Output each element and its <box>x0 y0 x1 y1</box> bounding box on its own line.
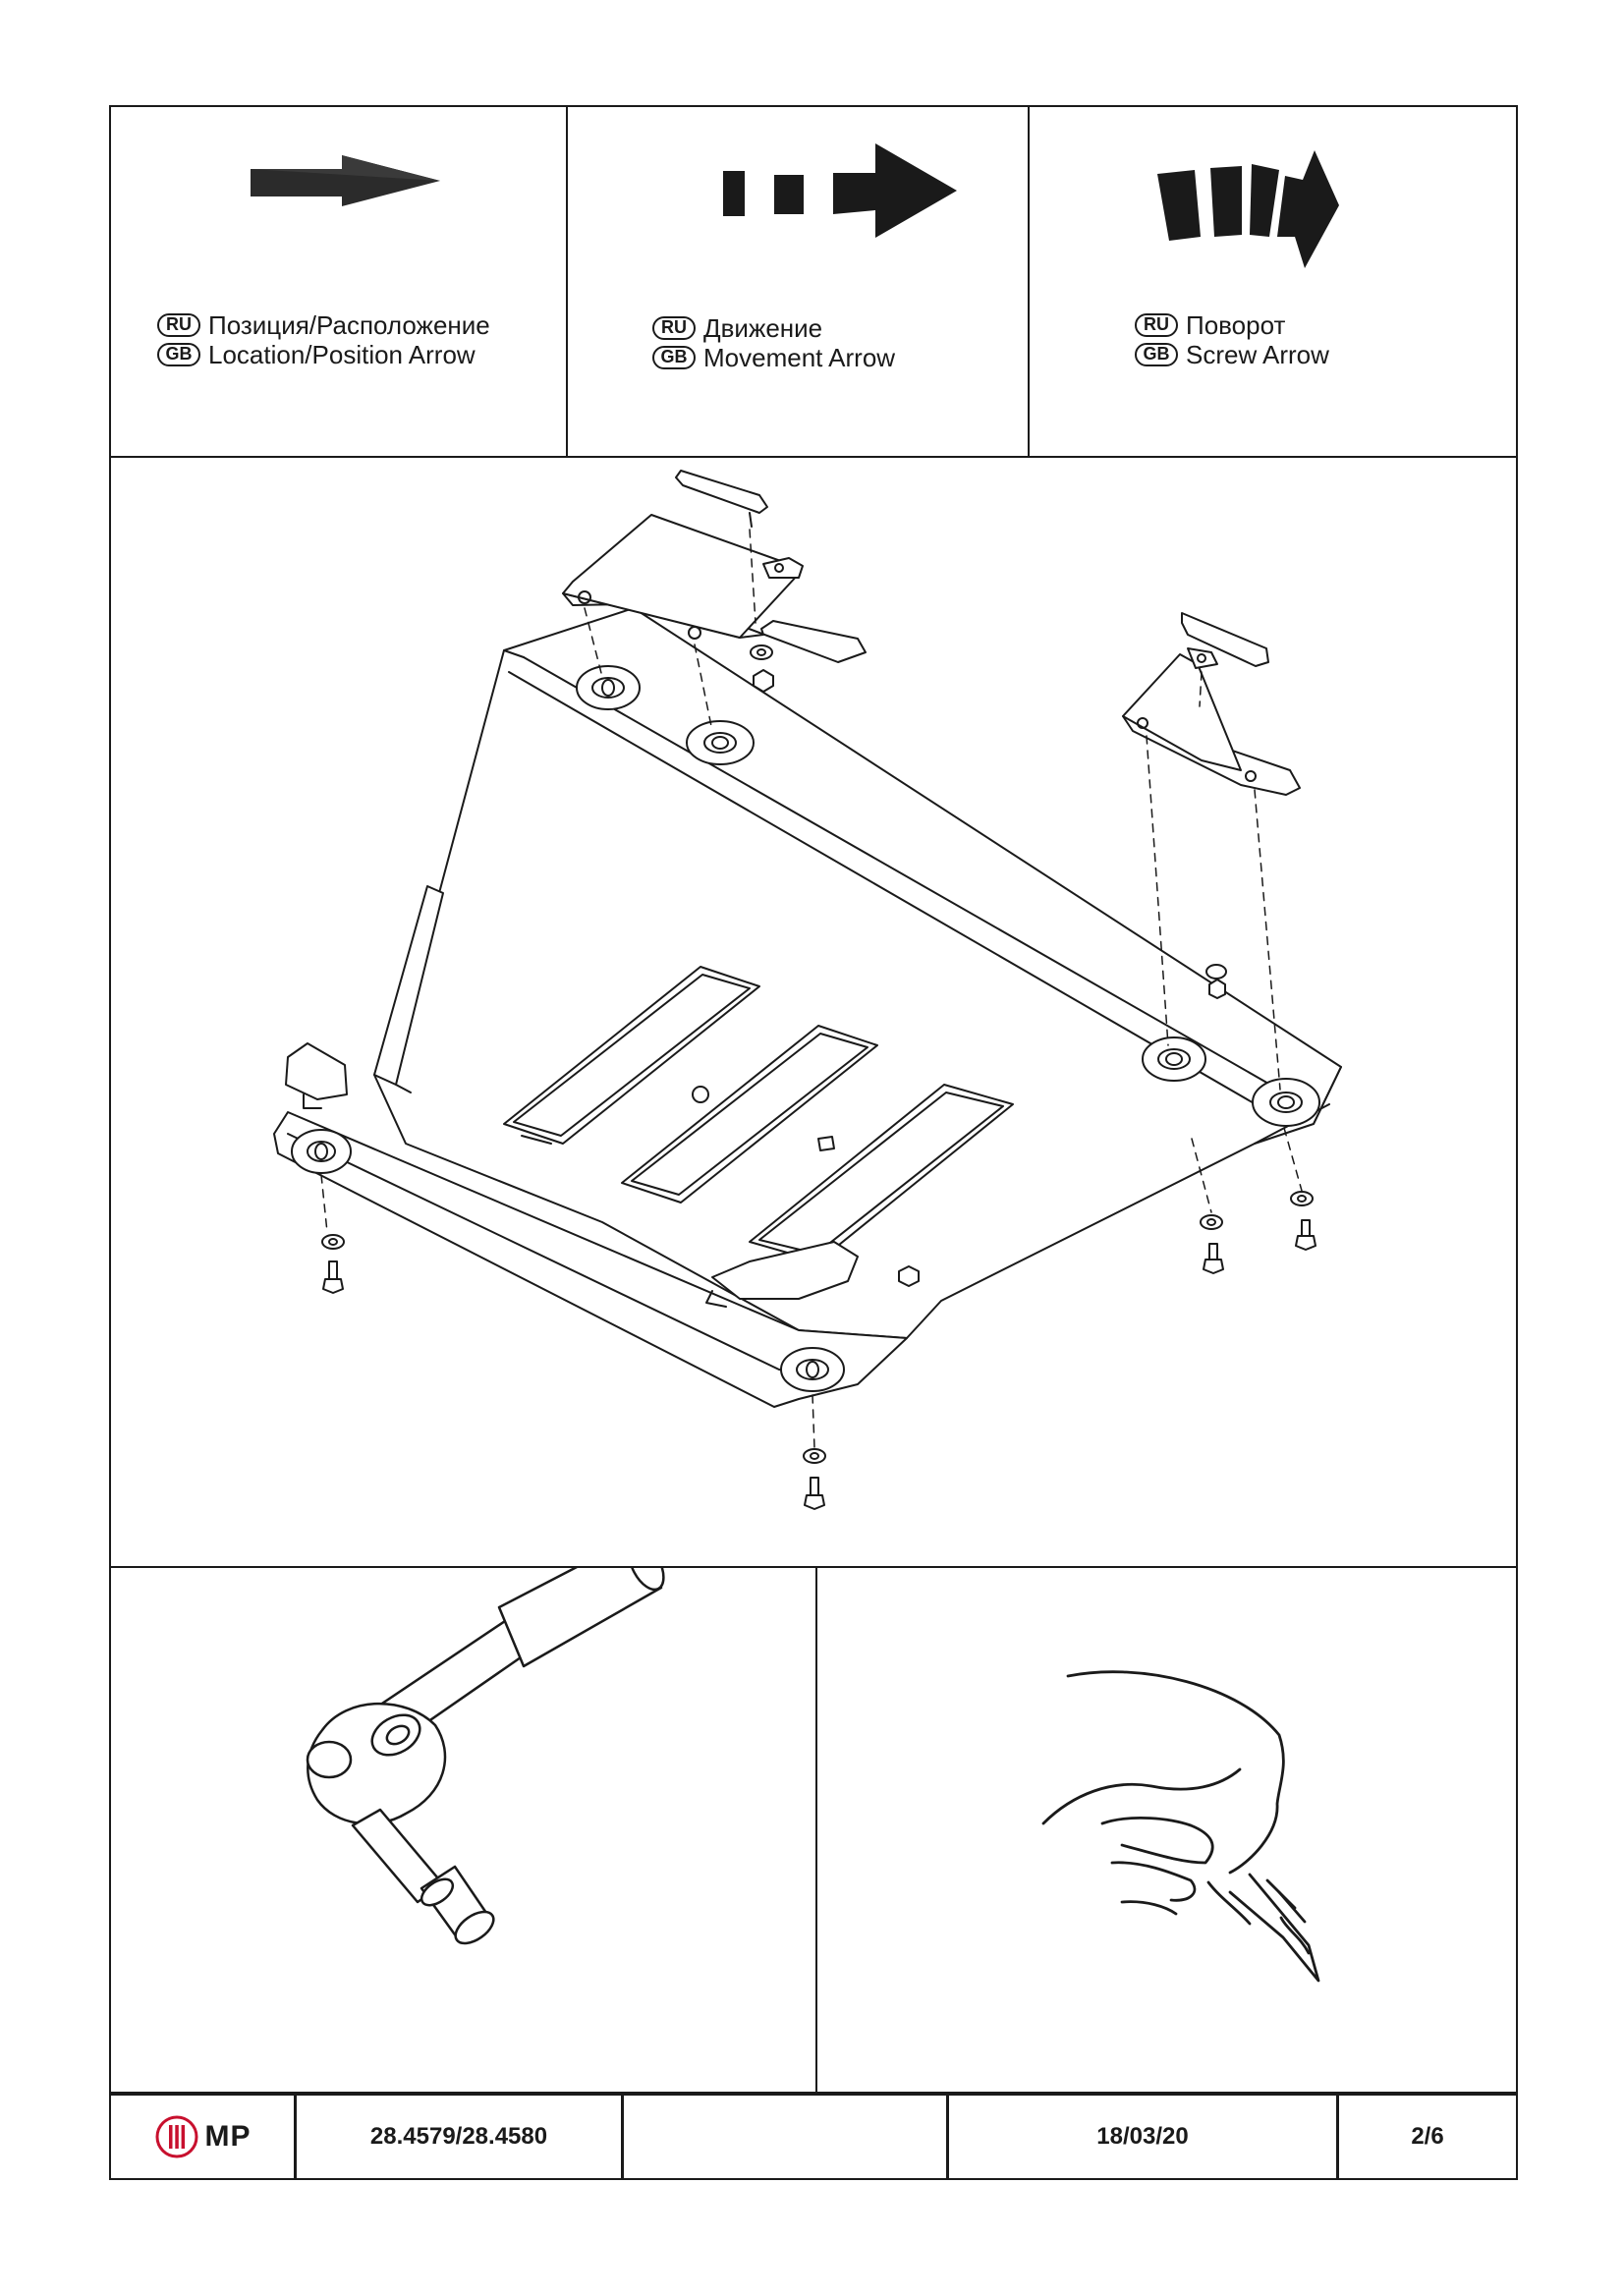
upper-right-bracket <box>1122 647 1301 796</box>
legend-movement: RU Движение GB Movement Arrow <box>566 107 1028 456</box>
legend-location-text: RU Позиция/Расположение GB Location/Positi… <box>157 310 490 369</box>
grommet <box>576 665 641 710</box>
grommet <box>780 1347 845 1392</box>
tool-knife-cell <box>815 1568 1518 2092</box>
grommet <box>686 720 755 765</box>
upper-left-bracket <box>562 514 867 663</box>
logo-cell: MP <box>111 2096 294 2178</box>
skid-plate-exploded-view <box>273 470 1342 1510</box>
plate-recess-1 <box>503 966 760 1145</box>
hand-utility-knife-icon <box>1041 1670 1320 1983</box>
retaining-pin <box>1181 612 1269 667</box>
legend-gb-label: Movement Arrow <box>703 343 896 372</box>
legend-movement-text: RU Движение GB Movement Arrow <box>652 313 895 372</box>
nut <box>1205 964 1227 999</box>
legend-ru-label: Позиция/Расположение <box>208 310 490 340</box>
location-arrow-icon <box>251 155 440 206</box>
bolt <box>898 1265 920 1287</box>
movement-arrow-icon <box>723 143 957 238</box>
bolt <box>1290 1191 1316 1251</box>
plate-recess-2 <box>621 1025 878 1204</box>
bolt <box>803 1448 826 1510</box>
assembly-lines <box>320 529 1303 1449</box>
skid-plate <box>273 607 1342 1408</box>
gb-badge: GB <box>1135 343 1178 366</box>
tool-wrench-cell <box>111 1537 815 2092</box>
grommet <box>291 1129 352 1174</box>
legend-ru-label: Поворот <box>1186 310 1286 340</box>
page-number: 2/6 <box>1336 2096 1516 2178</box>
legend-location: RU Позиция/Расположение GB Location/Positi… <box>111 107 566 456</box>
legend-screw-text: RU Поворот GB Screw Arrow <box>1135 310 1329 369</box>
arrow-legend: RU Позиция/Расположение GB Location/Positi… <box>111 107 1516 458</box>
legend-gb-label: Location/Position Arrow <box>208 340 476 369</box>
tools-row <box>111 1537 1518 2092</box>
ru-badge: RU <box>1135 313 1178 337</box>
nut <box>753 669 774 693</box>
ru-badge: RU <box>157 313 200 337</box>
ru-badge: RU <box>652 316 696 340</box>
gb-badge: GB <box>652 346 696 369</box>
bolt <box>1200 1214 1224 1274</box>
retaining-pin <box>675 470 768 528</box>
bolt <box>321 1234 345 1294</box>
title-block: MP 28.4579/28.4580 18/03/20 2/6 <box>111 2092 1516 2178</box>
drawing-frame: RU Позиция/Расположение GB Location/Positi… <box>109 105 1518 2180</box>
part-number: 28.4579/28.4580 <box>294 2096 621 2178</box>
screw-arrow-icon <box>1157 150 1339 268</box>
ratchet-wrench-icon <box>306 1537 665 1945</box>
brand-logo-icon <box>155 2115 197 2158</box>
gb-badge: GB <box>157 343 200 366</box>
grommet <box>1142 1036 1206 1082</box>
brand-logo-text: MP <box>204 2120 252 2153</box>
legend-screw: RU Поворот GB Screw Arrow <box>1028 107 1516 456</box>
revision-date: 18/03/20 <box>946 2096 1336 2178</box>
assembly-diagram <box>111 456 1516 1568</box>
legend-ru-label: Движение <box>703 313 823 343</box>
nut <box>750 644 773 660</box>
blank-field <box>621 2096 946 2178</box>
grommet <box>1252 1078 1320 1127</box>
legend-gb-label: Screw Arrow <box>1186 340 1329 369</box>
brand-logo: MP <box>154 2114 252 2159</box>
